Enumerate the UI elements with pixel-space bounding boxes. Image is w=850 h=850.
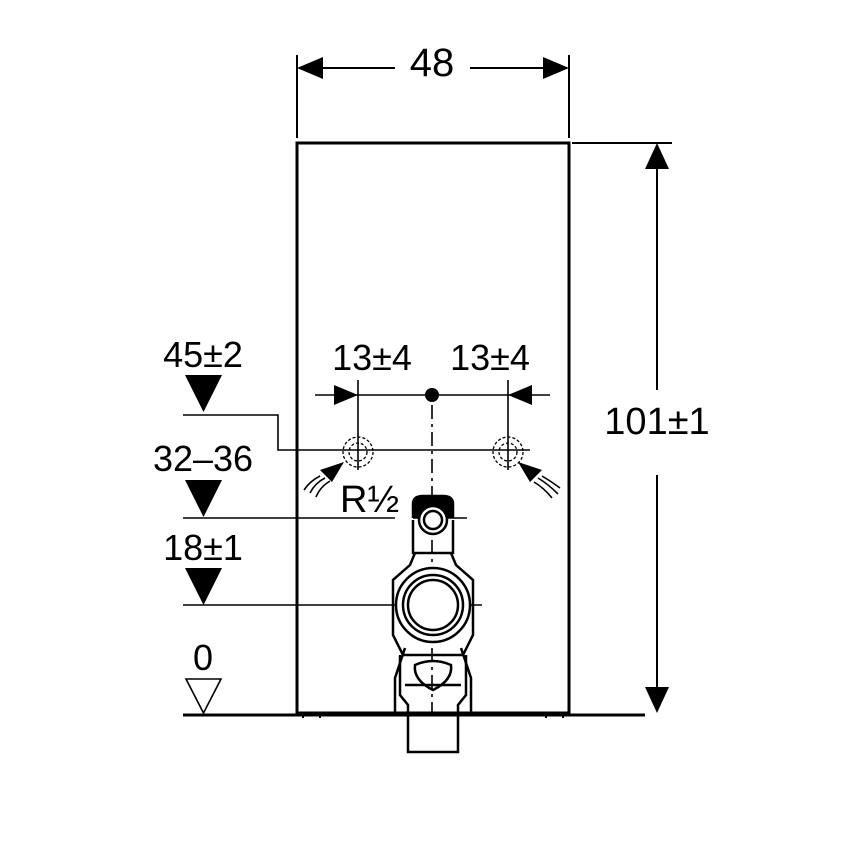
thread-label: R½ (340, 479, 399, 521)
height-label: 101±1 (604, 401, 709, 443)
water-inlets (342, 436, 524, 468)
level-label-32-36: 32–36 (153, 438, 253, 479)
module-outline (295, 141, 571, 715)
center-point (425, 388, 439, 402)
left-offset-label: 13±4 (332, 337, 412, 378)
width-label: 48 (410, 41, 455, 85)
right-offset-label: 13±4 (450, 337, 530, 378)
feet (302, 713, 564, 718)
level-label-18: 18±1 (163, 527, 243, 568)
flush-fitting (391, 494, 475, 754)
level-label-0: 0 (193, 637, 213, 678)
level-markers (184, 375, 223, 715)
water-flow-arrows (303, 462, 561, 499)
level-label-45: 45±2 (163, 334, 243, 375)
height-dimension (572, 142, 672, 690)
